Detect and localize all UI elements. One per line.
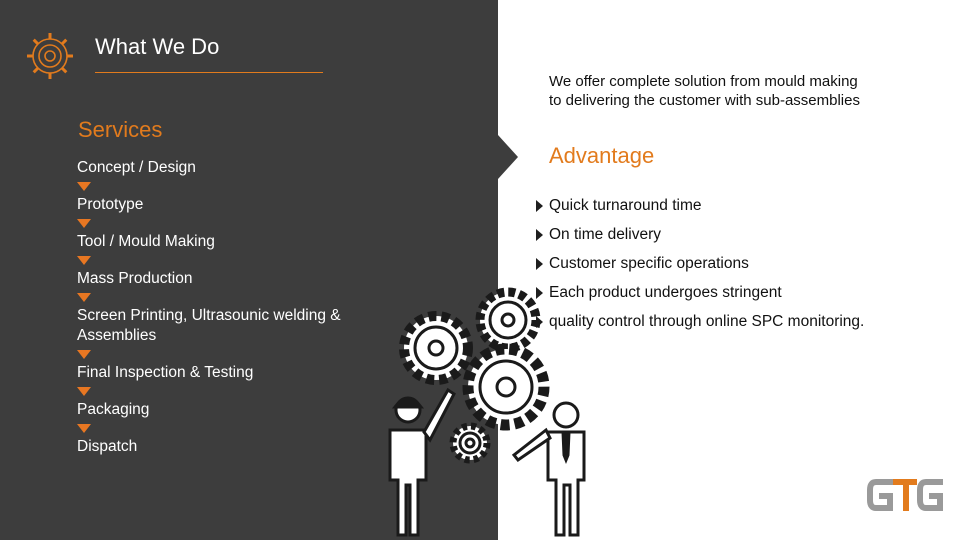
- right-arrow-icon: [536, 199, 543, 212]
- advantage-item: Quick turnaround time: [536, 191, 956, 220]
- advantage-label: Quick turnaround time: [549, 196, 702, 214]
- service-item-screen-printing: Screen Printing, Ultrasounic welding & A…: [77, 306, 377, 359]
- service-label: Concept / Design: [77, 159, 196, 176]
- brand-logo: [867, 479, 943, 511]
- service-item-mass-production: Mass Production: [77, 269, 377, 302]
- advantage-list: Quick turnaround time On time delivery C…: [536, 191, 956, 336]
- service-item-concept: Concept / Design: [77, 158, 377, 191]
- service-item-packaging: Packaging: [77, 400, 377, 433]
- right-arrow-icon: [536, 257, 543, 270]
- right-arrow-icon: [536, 286, 543, 299]
- advantage-item: Each product undergoes stringent: [536, 278, 956, 307]
- service-label: Mass Production: [77, 270, 193, 287]
- advantage-item: On time delivery: [536, 220, 956, 249]
- down-arrow-icon: [77, 256, 91, 265]
- service-label: Dispatch: [77, 438, 138, 455]
- down-arrow-icon: [77, 219, 91, 228]
- gear-icon: [27, 33, 73, 79]
- service-item-dispatch: Dispatch: [77, 437, 377, 457]
- service-label: Screen Printing, Ultrasounic welding & A…: [77, 307, 341, 344]
- advantage-label: On time delivery: [549, 225, 661, 243]
- service-label: Tool / Mould Making: [77, 233, 215, 250]
- panel-notch: [498, 135, 518, 179]
- advantage-label: quality control through online SPC monit…: [549, 312, 865, 330]
- advantage-label: Customer specific operations: [549, 254, 749, 272]
- advantage-item: quality control through online SPC monit…: [536, 307, 956, 336]
- services-list: Concept / Design Prototype Tool / Mould …: [77, 158, 377, 457]
- gears-workers-illustration: [388, 287, 586, 537]
- intro-text: We offer complete solution from mould ma…: [549, 73, 869, 110]
- advantage-label: Each product undergoes stringent: [549, 283, 782, 301]
- intro-line: We offer complete solution from mould ma…: [549, 73, 858, 90]
- service-item-inspection: Final Inspection & Testing: [77, 363, 377, 396]
- advantage-item: Customer specific operations: [536, 249, 956, 278]
- intro-line: to delivering the customer with sub-asse…: [549, 91, 860, 109]
- down-arrow-icon: [77, 182, 91, 191]
- service-label: Final Inspection & Testing: [77, 364, 254, 381]
- page-title: What We Do: [95, 34, 220, 59]
- service-item-prototype: Prototype: [77, 195, 377, 228]
- advantage-heading: Advantage: [549, 143, 655, 168]
- down-arrow-icon: [77, 387, 91, 396]
- services-heading: Services: [78, 117, 163, 142]
- title-underline: [95, 72, 323, 73]
- down-arrow-icon: [77, 293, 91, 302]
- service-label: Packaging: [77, 401, 150, 418]
- right-arrow-icon: [536, 228, 543, 241]
- service-item-tooling: Tool / Mould Making: [77, 232, 377, 265]
- down-arrow-icon: [77, 350, 91, 359]
- service-label: Prototype: [77, 196, 144, 213]
- down-arrow-icon: [77, 424, 91, 433]
